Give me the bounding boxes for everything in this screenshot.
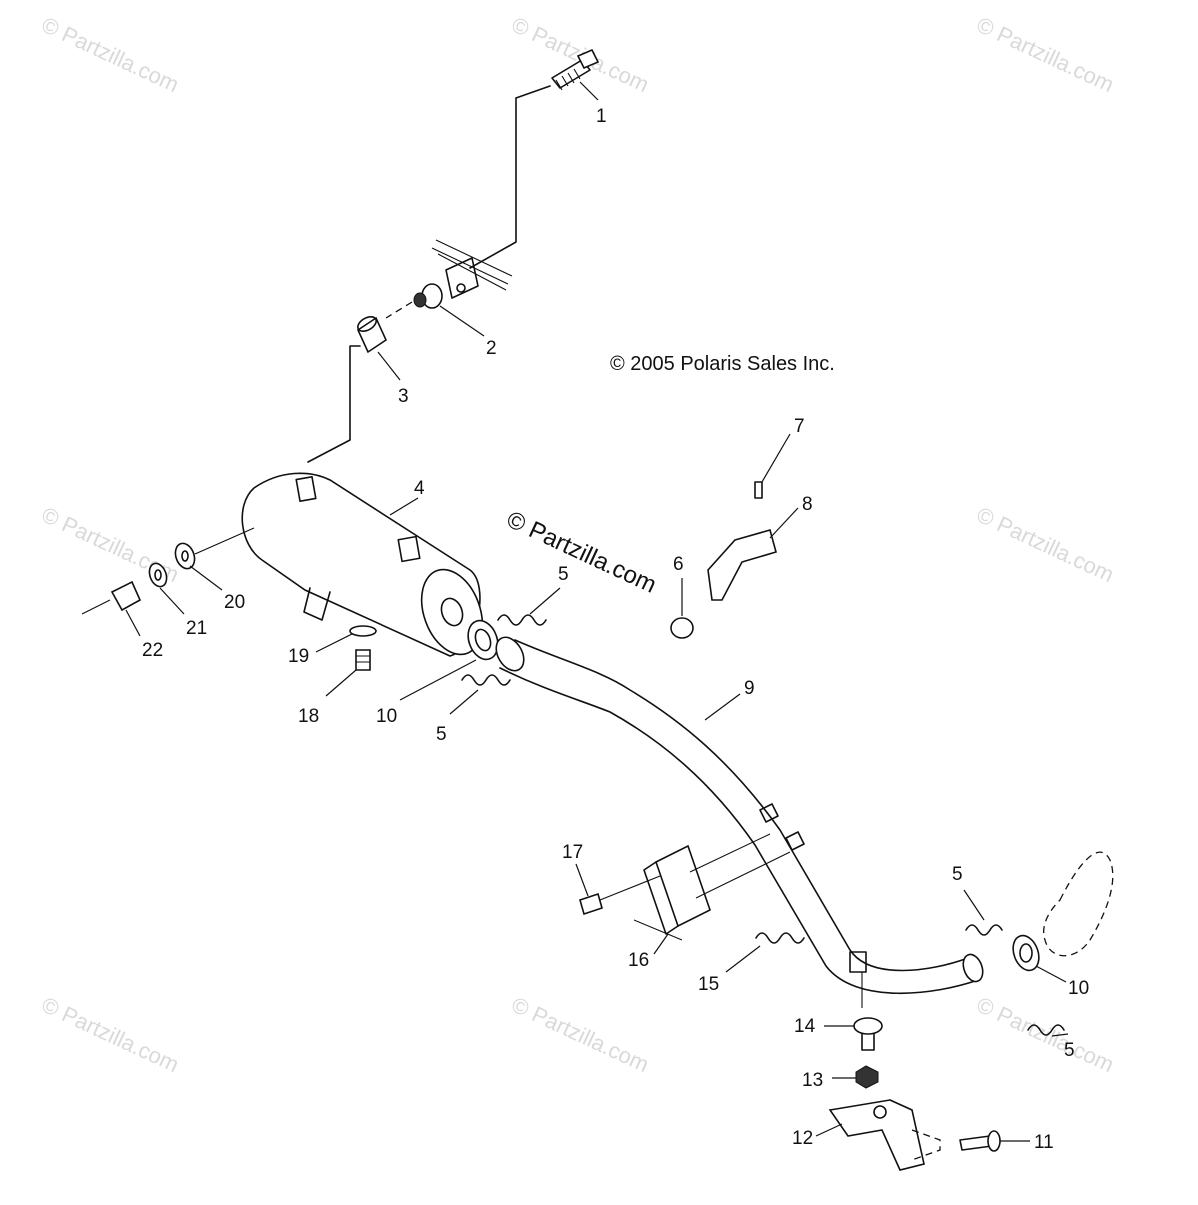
- parts-20-21-22-hardware: [81, 542, 196, 615]
- watermark: © Partzilla.com: [973, 12, 1118, 97]
- parts-16-17-clamp: [579, 833, 791, 941]
- part-9-exhaust-pipe: [495, 636, 984, 1008]
- watermark: © Partzilla.com: [38, 992, 183, 1077]
- callout-label: 5: [952, 864, 963, 885]
- callout-label: 12: [792, 1128, 813, 1149]
- part-1-bolt: [469, 48, 600, 269]
- callout-label: 10: [1068, 978, 1089, 999]
- callout-label: 7: [794, 416, 805, 437]
- callout-label: 1: [596, 106, 607, 127]
- head-gasket-and-flange: [965, 851, 1114, 1036]
- callout-label: 10: [376, 706, 397, 727]
- frame-bracket: [431, 239, 513, 299]
- callout-label: 16: [628, 950, 649, 971]
- callout-label: 4: [414, 478, 425, 499]
- part-4-muffler: [194, 472, 484, 657]
- callout-label: 15: [698, 974, 719, 995]
- parts-6-7-8-bracket: [670, 481, 777, 639]
- copyright-text: © 2005 Polaris Sales Inc.: [610, 353, 835, 375]
- callout-label: 13: [802, 1070, 823, 1091]
- watermark: © Partzilla.com: [973, 502, 1118, 587]
- callout-label: 19: [288, 646, 309, 667]
- callout-label: 5: [558, 564, 569, 585]
- callout-label: 5: [436, 724, 447, 745]
- callout-label: 3: [398, 386, 409, 407]
- part-15-spring: [755, 932, 805, 944]
- part-2-grommet: [385, 283, 443, 319]
- parts-18-19-bolt-washer: [349, 625, 377, 671]
- watermark: © Partzilla.com: [508, 992, 653, 1077]
- callouts: 1 2 3 4 5 5 5 5 6 7 8 9 10: [125, 81, 1089, 1153]
- callout-label: 2: [486, 338, 497, 359]
- callout-label: 5: [1064, 1040, 1075, 1061]
- part-3-spacer: [307, 315, 388, 463]
- callout-label: 9: [744, 678, 755, 699]
- callout-label: 11: [1034, 1132, 1054, 1153]
- watermark: © Partzilla.com: [38, 12, 183, 97]
- muffler-gasket-springs: [461, 614, 547, 686]
- callout-label: 22: [142, 640, 163, 661]
- callout-label: 18: [298, 706, 319, 727]
- callout-label: 14: [794, 1016, 816, 1037]
- callout-label: 17: [562, 842, 583, 863]
- parts-11-14-mount: [828, 1017, 1001, 1171]
- callout-label: 8: [802, 494, 813, 515]
- center-watermark: © Partzilla.com: [502, 506, 660, 599]
- callout-label: 21: [186, 618, 207, 639]
- callout-label: 6: [673, 554, 684, 575]
- callout-label: 20: [224, 592, 245, 613]
